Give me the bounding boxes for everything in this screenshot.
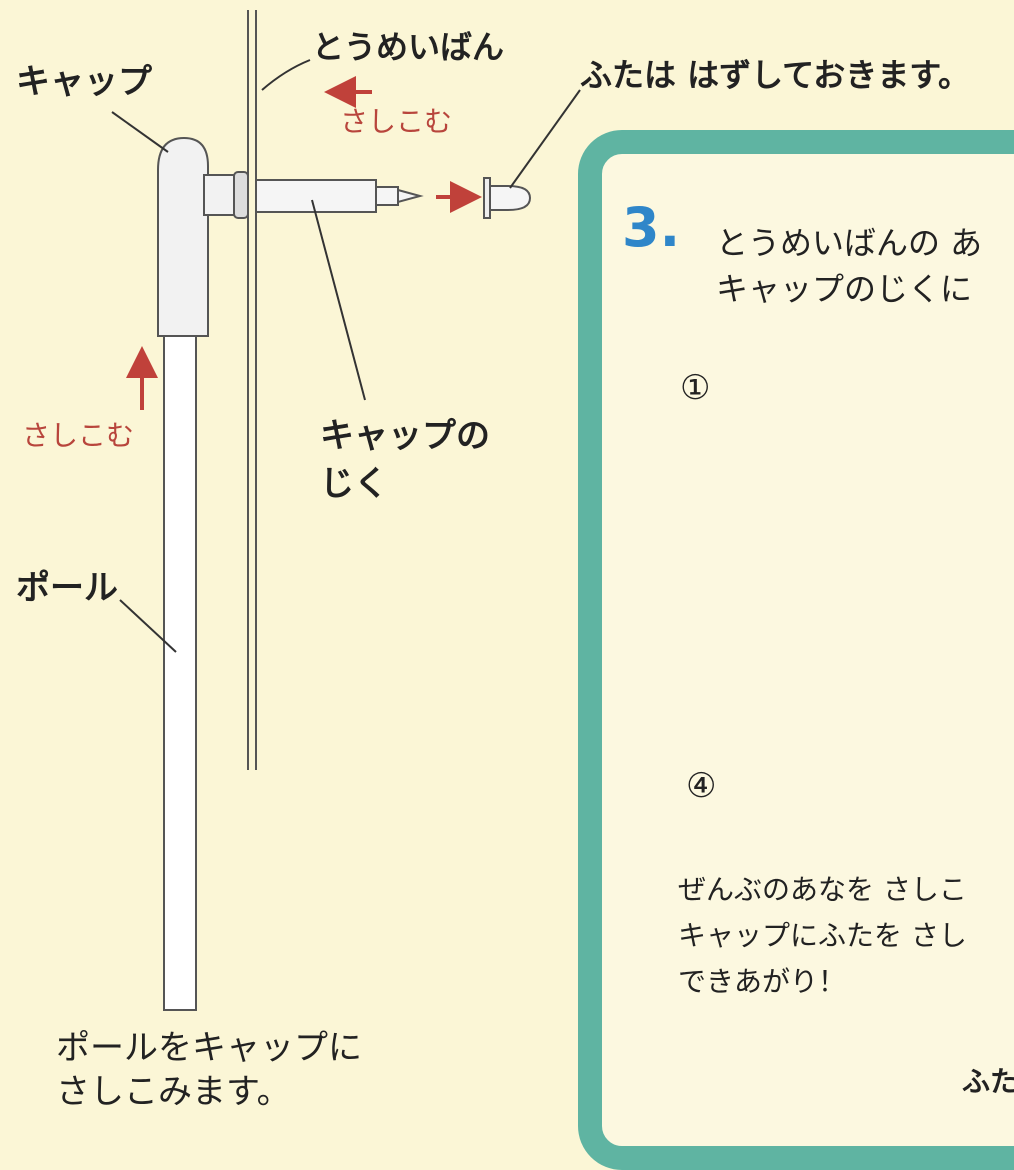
board-label: とうめいばん — [312, 28, 505, 66]
pole — [163, 329, 197, 1011]
step-title-line2: キャップのじくに — [716, 270, 973, 308]
axis-label-line2: じく — [320, 464, 388, 504]
transparent-board — [247, 10, 257, 770]
cap-axis — [255, 179, 424, 213]
insert-label-top: さしこむ — [340, 105, 453, 138]
leader-lines — [111, 59, 581, 653]
caption-line2: さしこみます。 — [56, 1072, 291, 1112]
axis-label-line1: キャップの — [320, 416, 490, 456]
caption-line1: ポールをキャップに — [56, 1028, 362, 1068]
step-number: 3. — [622, 196, 681, 259]
step-footer-fragment: ふた — [962, 1065, 1014, 1098]
assembly-diagram: キャップ とうめいばん さしこむ さしこむ キャップの じく ポール ポールをキ… — [16, 10, 1014, 1170]
marker-4: ④ — [686, 766, 717, 806]
step-body-line3: できあがり！ — [678, 965, 847, 998]
step3-panel — [578, 130, 1014, 1170]
cap-elbow — [157, 136, 249, 337]
step-body-line1: ぜんぶのあなを さしこ — [678, 873, 967, 906]
pole-label: ポール — [16, 568, 118, 608]
insert-label-left: さしこむ — [22, 419, 135, 452]
lid — [483, 177, 532, 219]
cap-label: キャップ — [16, 62, 152, 102]
step-title-line1: とうめいばんの あ — [716, 224, 983, 262]
marker-1: ① — [680, 368, 711, 408]
step-body-line2: キャップにふたを さし — [678, 919, 967, 952]
lid-note: ふたは はずしておきます。 — [580, 56, 971, 94]
